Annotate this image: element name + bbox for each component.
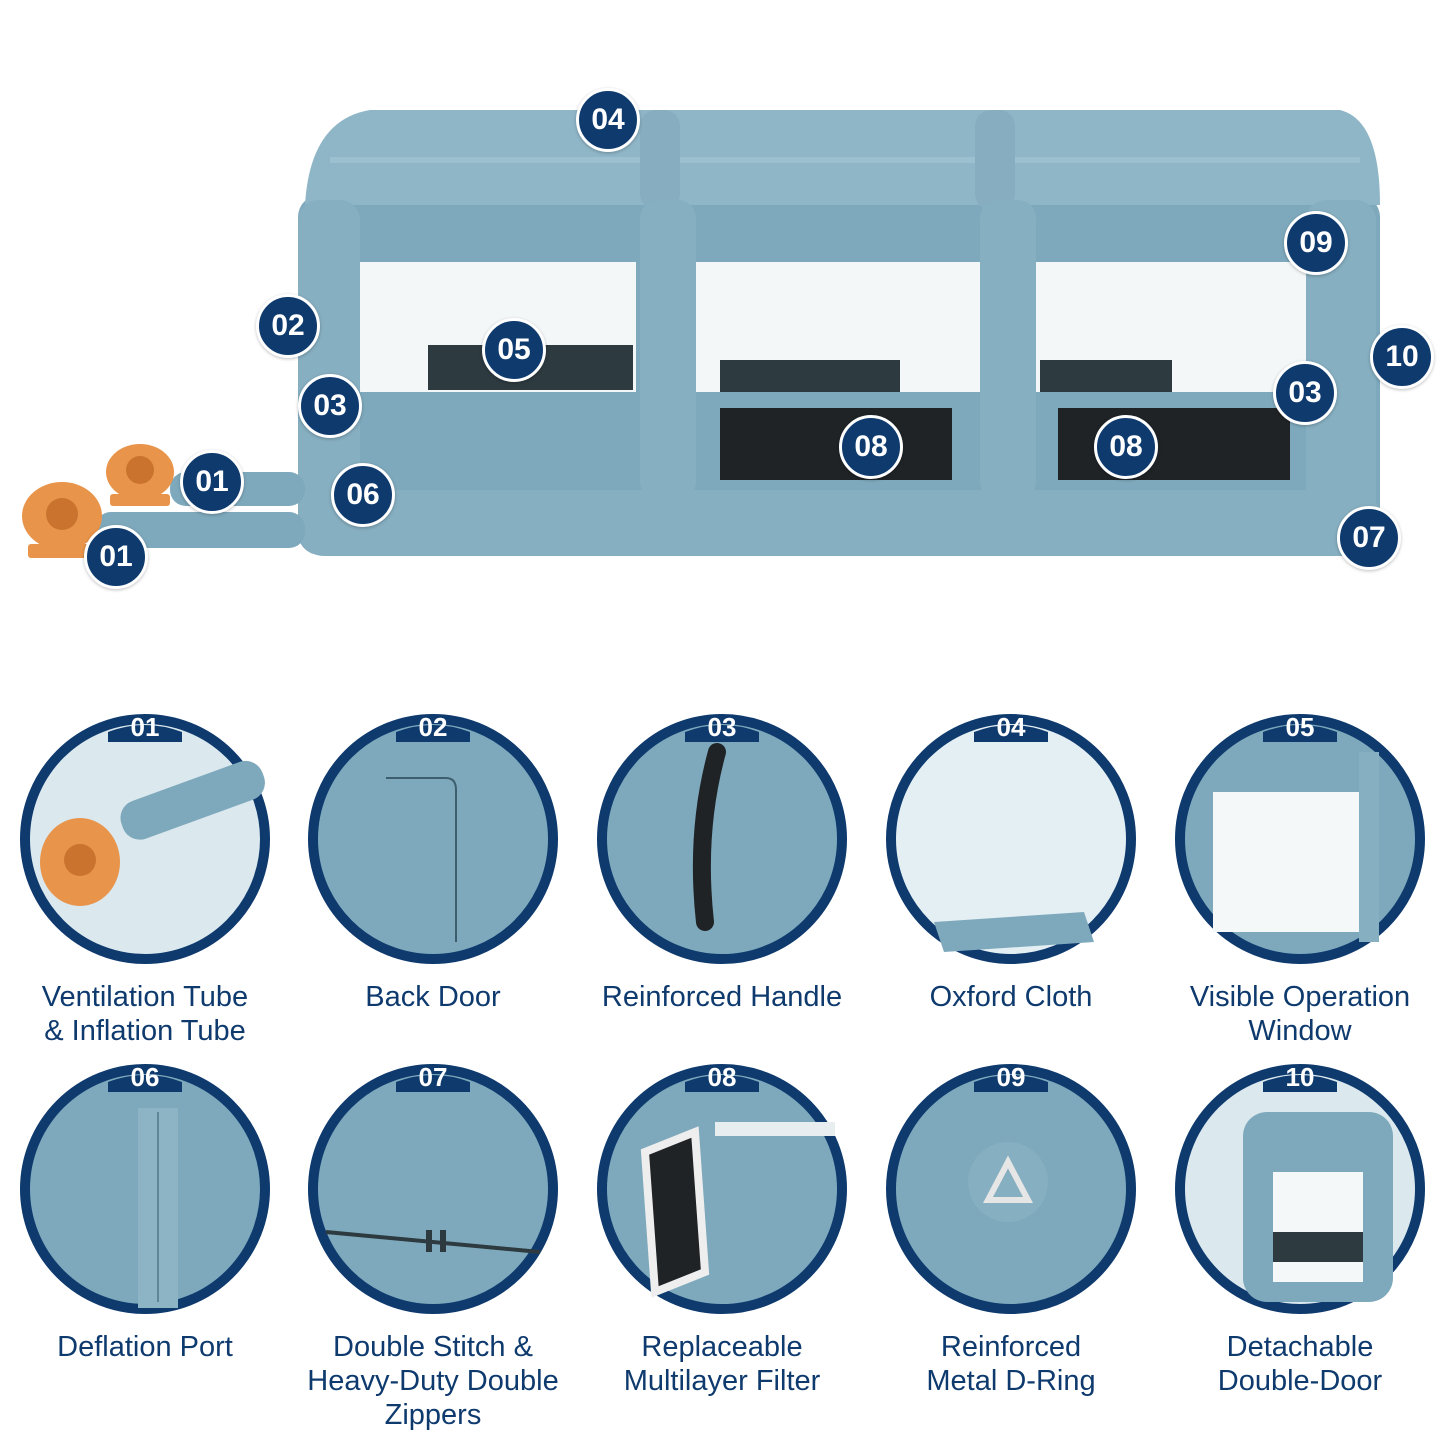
callout-01: 01 bbox=[180, 450, 244, 514]
feature-oxford-cloth: 04 Oxford Cloth bbox=[866, 712, 1156, 1014]
feature-ventilation-tube: 01 Ventilation Tube & Inflation Tube bbox=[0, 712, 290, 1048]
callout-02: 02 bbox=[256, 294, 320, 358]
filter-icon bbox=[597, 1064, 847, 1314]
paint-booth-illustration bbox=[22, 110, 1380, 558]
tent-door-icon bbox=[1175, 1064, 1425, 1314]
callout-03: 03 bbox=[298, 374, 362, 438]
blower-icon bbox=[22, 482, 102, 558]
feature-operation-window: 05 Visible Operation Window bbox=[1155, 712, 1445, 1048]
feature-number: 02 bbox=[418, 712, 448, 742]
d-ring-icon bbox=[886, 1064, 1136, 1314]
fabric-icon bbox=[886, 714, 1136, 964]
feature-caption: Reinforced Handle bbox=[601, 981, 843, 1013]
callout-03: 03 bbox=[1273, 361, 1337, 425]
feature-number: 10 bbox=[1285, 1062, 1315, 1092]
callout-09: 09 bbox=[1284, 211, 1348, 275]
feature-reinforced-handle: 03 Reinforced Handle bbox=[577, 712, 867, 1014]
callout-08: 08 bbox=[1094, 415, 1158, 479]
callout-01: 01 bbox=[84, 525, 148, 589]
callout-05: 05 bbox=[482, 318, 546, 382]
feature-number: 01 bbox=[130, 712, 160, 742]
feature-caption: Visible Operation Window bbox=[1189, 981, 1411, 1047]
feature-number: 09 bbox=[996, 1062, 1026, 1092]
feature-caption: Reinforced Metal D-Ring bbox=[926, 1331, 1096, 1397]
feature-double-zippers: 07 Double Stitch & Heavy-Duty Double Zip… bbox=[288, 1062, 578, 1432]
feature-number: 03 bbox=[707, 712, 737, 742]
feature-number: 08 bbox=[707, 1062, 737, 1092]
feature-number: 04 bbox=[996, 712, 1026, 742]
blower-tube-icon bbox=[20, 714, 270, 964]
callout-10: 10 bbox=[1370, 325, 1434, 389]
feature-caption: Deflation Port bbox=[57, 1331, 233, 1363]
callout-08: 08 bbox=[839, 415, 903, 479]
feature-number: 05 bbox=[1285, 712, 1315, 742]
feature-caption: Back Door bbox=[365, 981, 501, 1013]
feature-caption: Ventilation Tube & Inflation Tube bbox=[41, 981, 249, 1047]
feature-multilayer-filter: 08 Replaceable Multilayer Filter bbox=[577, 1062, 867, 1398]
feature-deflation-port: 06 Deflation Port bbox=[0, 1062, 290, 1364]
window-icon bbox=[1175, 714, 1425, 964]
feature-caption: Replaceable Multilayer Filter bbox=[623, 1331, 821, 1397]
deflation-port-icon bbox=[20, 1064, 270, 1314]
feature-caption: Detachable Double-Door bbox=[1217, 1331, 1383, 1397]
feature-number: 07 bbox=[418, 1062, 448, 1092]
feature-double-door: 10 Detachable Double-Door bbox=[1155, 1062, 1445, 1398]
feature-d-ring: 09 Reinforced Metal D-Ring bbox=[866, 1062, 1156, 1398]
blower-icon bbox=[106, 444, 174, 506]
door-icon bbox=[308, 714, 558, 964]
callout-04: 04 bbox=[576, 88, 640, 152]
callout-06: 06 bbox=[331, 463, 395, 527]
feature-caption: Oxford Cloth bbox=[929, 981, 1093, 1013]
callout-07: 07 bbox=[1337, 506, 1401, 570]
feature-number: 06 bbox=[130, 1062, 160, 1092]
handle-strap-icon bbox=[597, 714, 847, 964]
feature-back-door: 02 Back Door bbox=[288, 712, 578, 1014]
zipper-icon bbox=[308, 1064, 558, 1314]
feature-caption: Double Stitch & Heavy-Duty Double Zipper… bbox=[307, 1331, 559, 1431]
